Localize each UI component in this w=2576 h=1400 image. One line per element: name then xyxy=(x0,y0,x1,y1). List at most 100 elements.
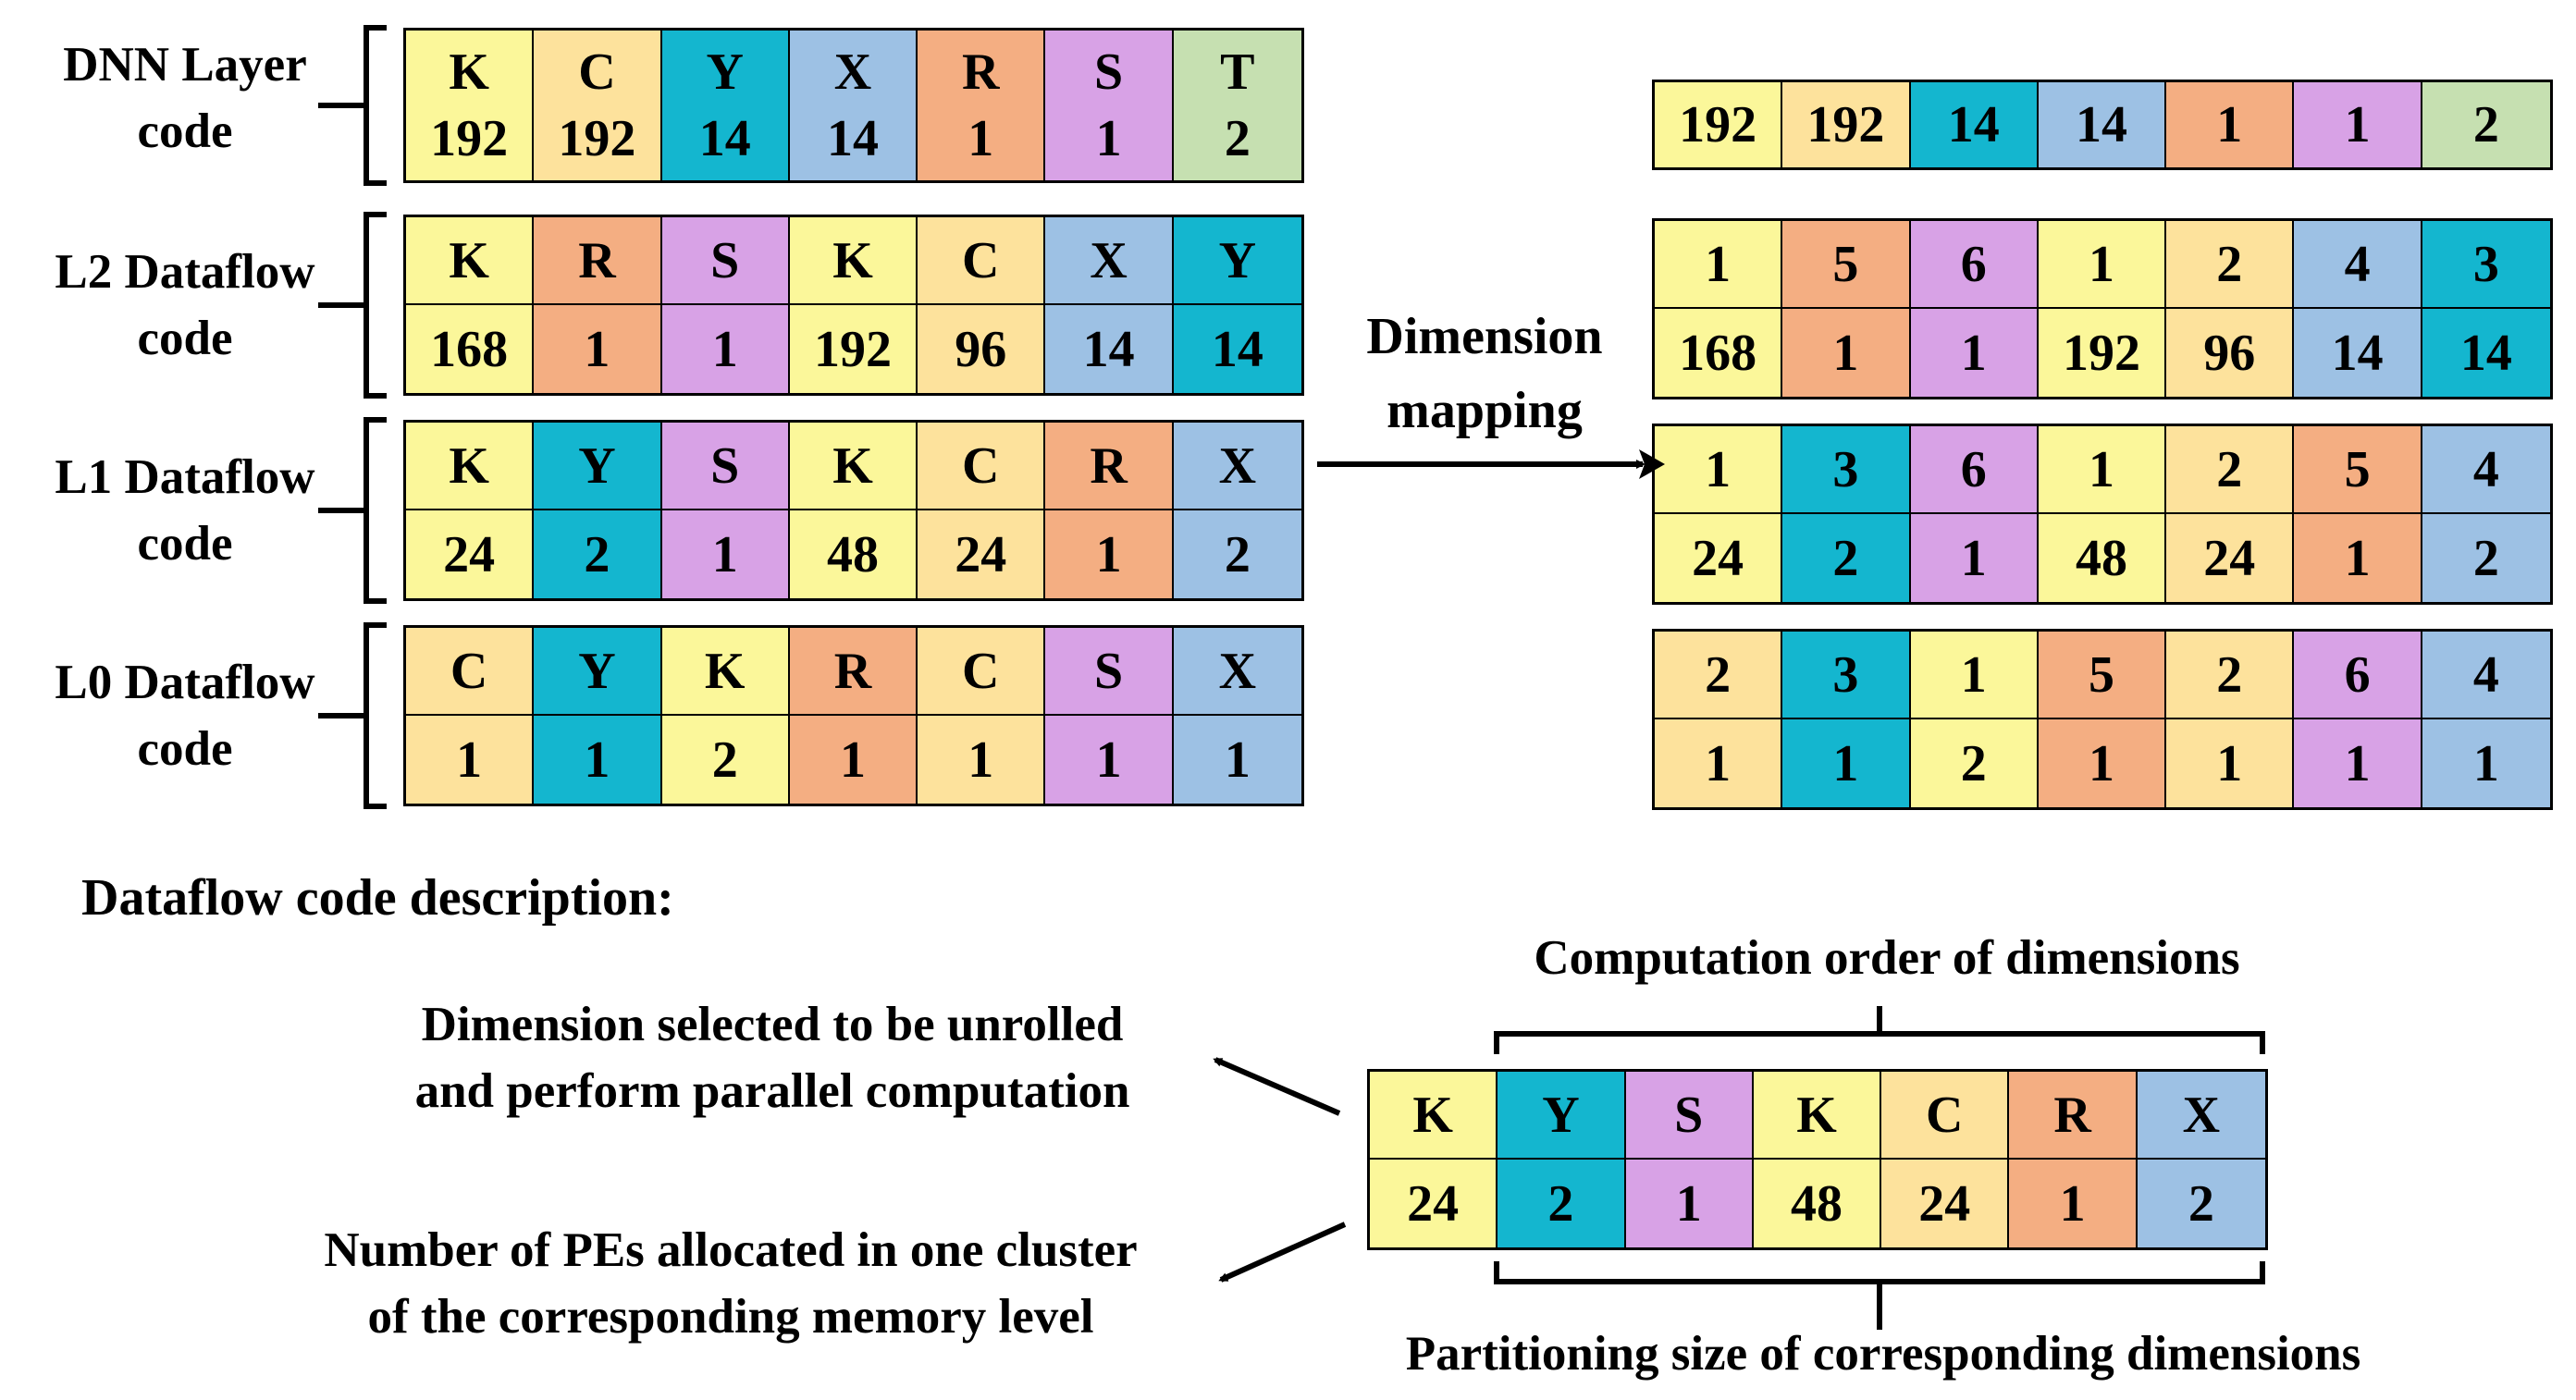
cell-text: Y xyxy=(706,43,744,101)
cell-text: X xyxy=(1090,231,1128,289)
table-cell: 24 xyxy=(1655,514,1783,602)
cell-text: K xyxy=(449,43,489,101)
cell-text: C xyxy=(962,231,1000,289)
table-cell: 1 xyxy=(2038,426,2167,514)
cell-text: 2 xyxy=(584,525,610,583)
left-brace xyxy=(318,25,387,186)
cell-text: 48 xyxy=(826,525,879,583)
cell-text: 1 xyxy=(2088,235,2114,293)
unrolled-arrow xyxy=(1213,1057,1341,1116)
cell-text: 3 xyxy=(1832,645,1859,704)
cell-text: S xyxy=(1093,43,1124,101)
table-cell: 96 xyxy=(918,305,1046,393)
table-cell: 1 xyxy=(1910,514,2039,602)
cell-text: Y xyxy=(1218,231,1257,289)
cell-text: Y xyxy=(578,642,616,700)
table-cell: 1 xyxy=(1173,716,1301,804)
cell-text: 1 xyxy=(1705,440,1732,498)
table-cell: 1 xyxy=(1625,1160,1754,1247)
l2-dataflow-label: L2 Dataflow code xyxy=(28,239,342,372)
cell-text: 1 xyxy=(1960,529,1987,587)
table-cell: K xyxy=(789,217,918,305)
cell-text: 1 xyxy=(2088,734,2114,792)
unrolled-description: Dimension selected to be unrolled and pe… xyxy=(305,991,1239,1124)
table-cell: 14 xyxy=(2422,309,2550,397)
cell-text: 1 xyxy=(2344,529,2371,587)
cell-text: 96 xyxy=(955,320,1007,378)
cell-text: 1 xyxy=(711,525,738,583)
cell-text: 1 xyxy=(1705,734,1732,792)
table-cell: 2 xyxy=(1655,632,1783,719)
left-brace xyxy=(318,622,387,809)
l1-dataflow-label: L1 Dataflow code xyxy=(28,444,342,577)
label-line: L1 Dataflow xyxy=(55,450,315,504)
l0-dataflow-label: L0 Dataflow code xyxy=(28,649,342,782)
table-cell: 2 xyxy=(1910,719,2039,807)
cell-text: 14 xyxy=(826,110,879,167)
table-cell: 1 xyxy=(2166,719,2295,807)
cell-text: 4 xyxy=(2472,645,2499,704)
table-cell: S xyxy=(661,217,790,305)
cell-text: 1 xyxy=(1832,734,1859,792)
cell-text: 24 xyxy=(1918,1174,1971,1233)
cell-text: K xyxy=(449,231,489,289)
table-cell: R xyxy=(789,628,918,716)
cell-text: 1 xyxy=(1960,645,1987,704)
cell-text: 1 xyxy=(1960,324,1987,382)
cell-text: 1 xyxy=(1095,525,1122,583)
table-cell: 192 xyxy=(1655,82,1783,167)
table-cell: X xyxy=(1173,423,1301,510)
table-cell: C xyxy=(1881,1072,2010,1160)
table-cell: 1 xyxy=(2294,514,2422,602)
table-cell: 24 xyxy=(1881,1160,2010,1247)
partitioning-size-label: Partitioning size of corresponding dimen… xyxy=(1405,1327,2361,1381)
cell-text: 14 xyxy=(2331,324,2384,382)
cell-text: 14 xyxy=(1211,320,1263,378)
cell-text: 1 xyxy=(711,320,738,378)
table-cell: 192 xyxy=(2038,309,2167,397)
table-cell: K xyxy=(1370,1072,1498,1160)
cell-text: 3 xyxy=(1832,440,1859,498)
cell-text: S xyxy=(710,231,740,289)
cell-text: 1 xyxy=(2216,734,2243,792)
table-cell: 48 xyxy=(2038,514,2167,602)
cell-text: 14 xyxy=(2075,96,2127,154)
table-cell: 5 xyxy=(2294,426,2422,514)
cell-text: 5 xyxy=(1832,235,1859,293)
cell-text: 6 xyxy=(1960,235,1987,293)
cell-text: C xyxy=(578,43,616,101)
label-line: Number of PEs allocated in one cluster xyxy=(324,1223,1138,1277)
cell-text: 1 xyxy=(456,731,483,789)
table-cell: 48 xyxy=(789,510,918,598)
cell-text: 1 xyxy=(839,731,866,789)
cell-text: 24 xyxy=(2203,529,2256,587)
cell-text: 5 xyxy=(2344,440,2371,498)
cell-text: R xyxy=(578,231,616,289)
table-cell: 24 xyxy=(1370,1160,1498,1247)
cell-text: R xyxy=(833,642,872,700)
cell-text: 96 xyxy=(2203,324,2256,382)
dimension-mapping-label: Dimension mapping xyxy=(1313,300,1656,448)
label-line: and perform parallel computation xyxy=(414,1064,1130,1118)
table-cell: S xyxy=(1625,1072,1754,1160)
cell-text: X xyxy=(2182,1086,2221,1144)
table-cell: 14 xyxy=(1045,305,1174,393)
cell-text: 1 xyxy=(2344,96,2371,154)
cell-text: 1 xyxy=(584,731,610,789)
cell-text: 5 xyxy=(2088,645,2114,704)
cell-text: 2 xyxy=(1705,645,1732,704)
table-cell: Y xyxy=(534,423,662,510)
cell-text: 14 xyxy=(2459,324,2512,382)
cell-text: 24 xyxy=(443,525,496,583)
cell-text: 2 xyxy=(2472,96,2499,154)
computation-order-label: Computation order of dimensions xyxy=(1534,931,2240,985)
label-line: code xyxy=(137,104,233,158)
cell-text: Y xyxy=(578,436,616,495)
table-cell: 14 xyxy=(2294,309,2422,397)
left-brace xyxy=(318,212,387,399)
table-cell: K xyxy=(1753,1072,1882,1160)
